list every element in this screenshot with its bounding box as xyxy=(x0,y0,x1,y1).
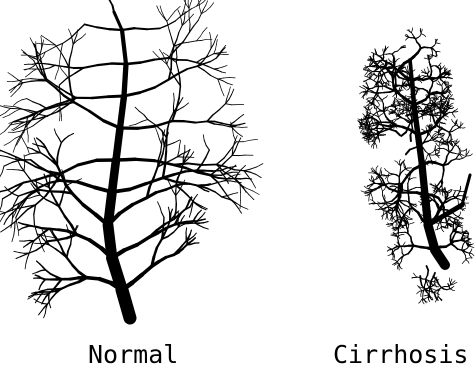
normal-label: Normal xyxy=(88,342,178,367)
normal-tree-icon xyxy=(0,0,263,318)
cirrhosis-tree-icon xyxy=(358,28,474,304)
cirrhosis-label: Cirrhosis xyxy=(333,342,468,367)
